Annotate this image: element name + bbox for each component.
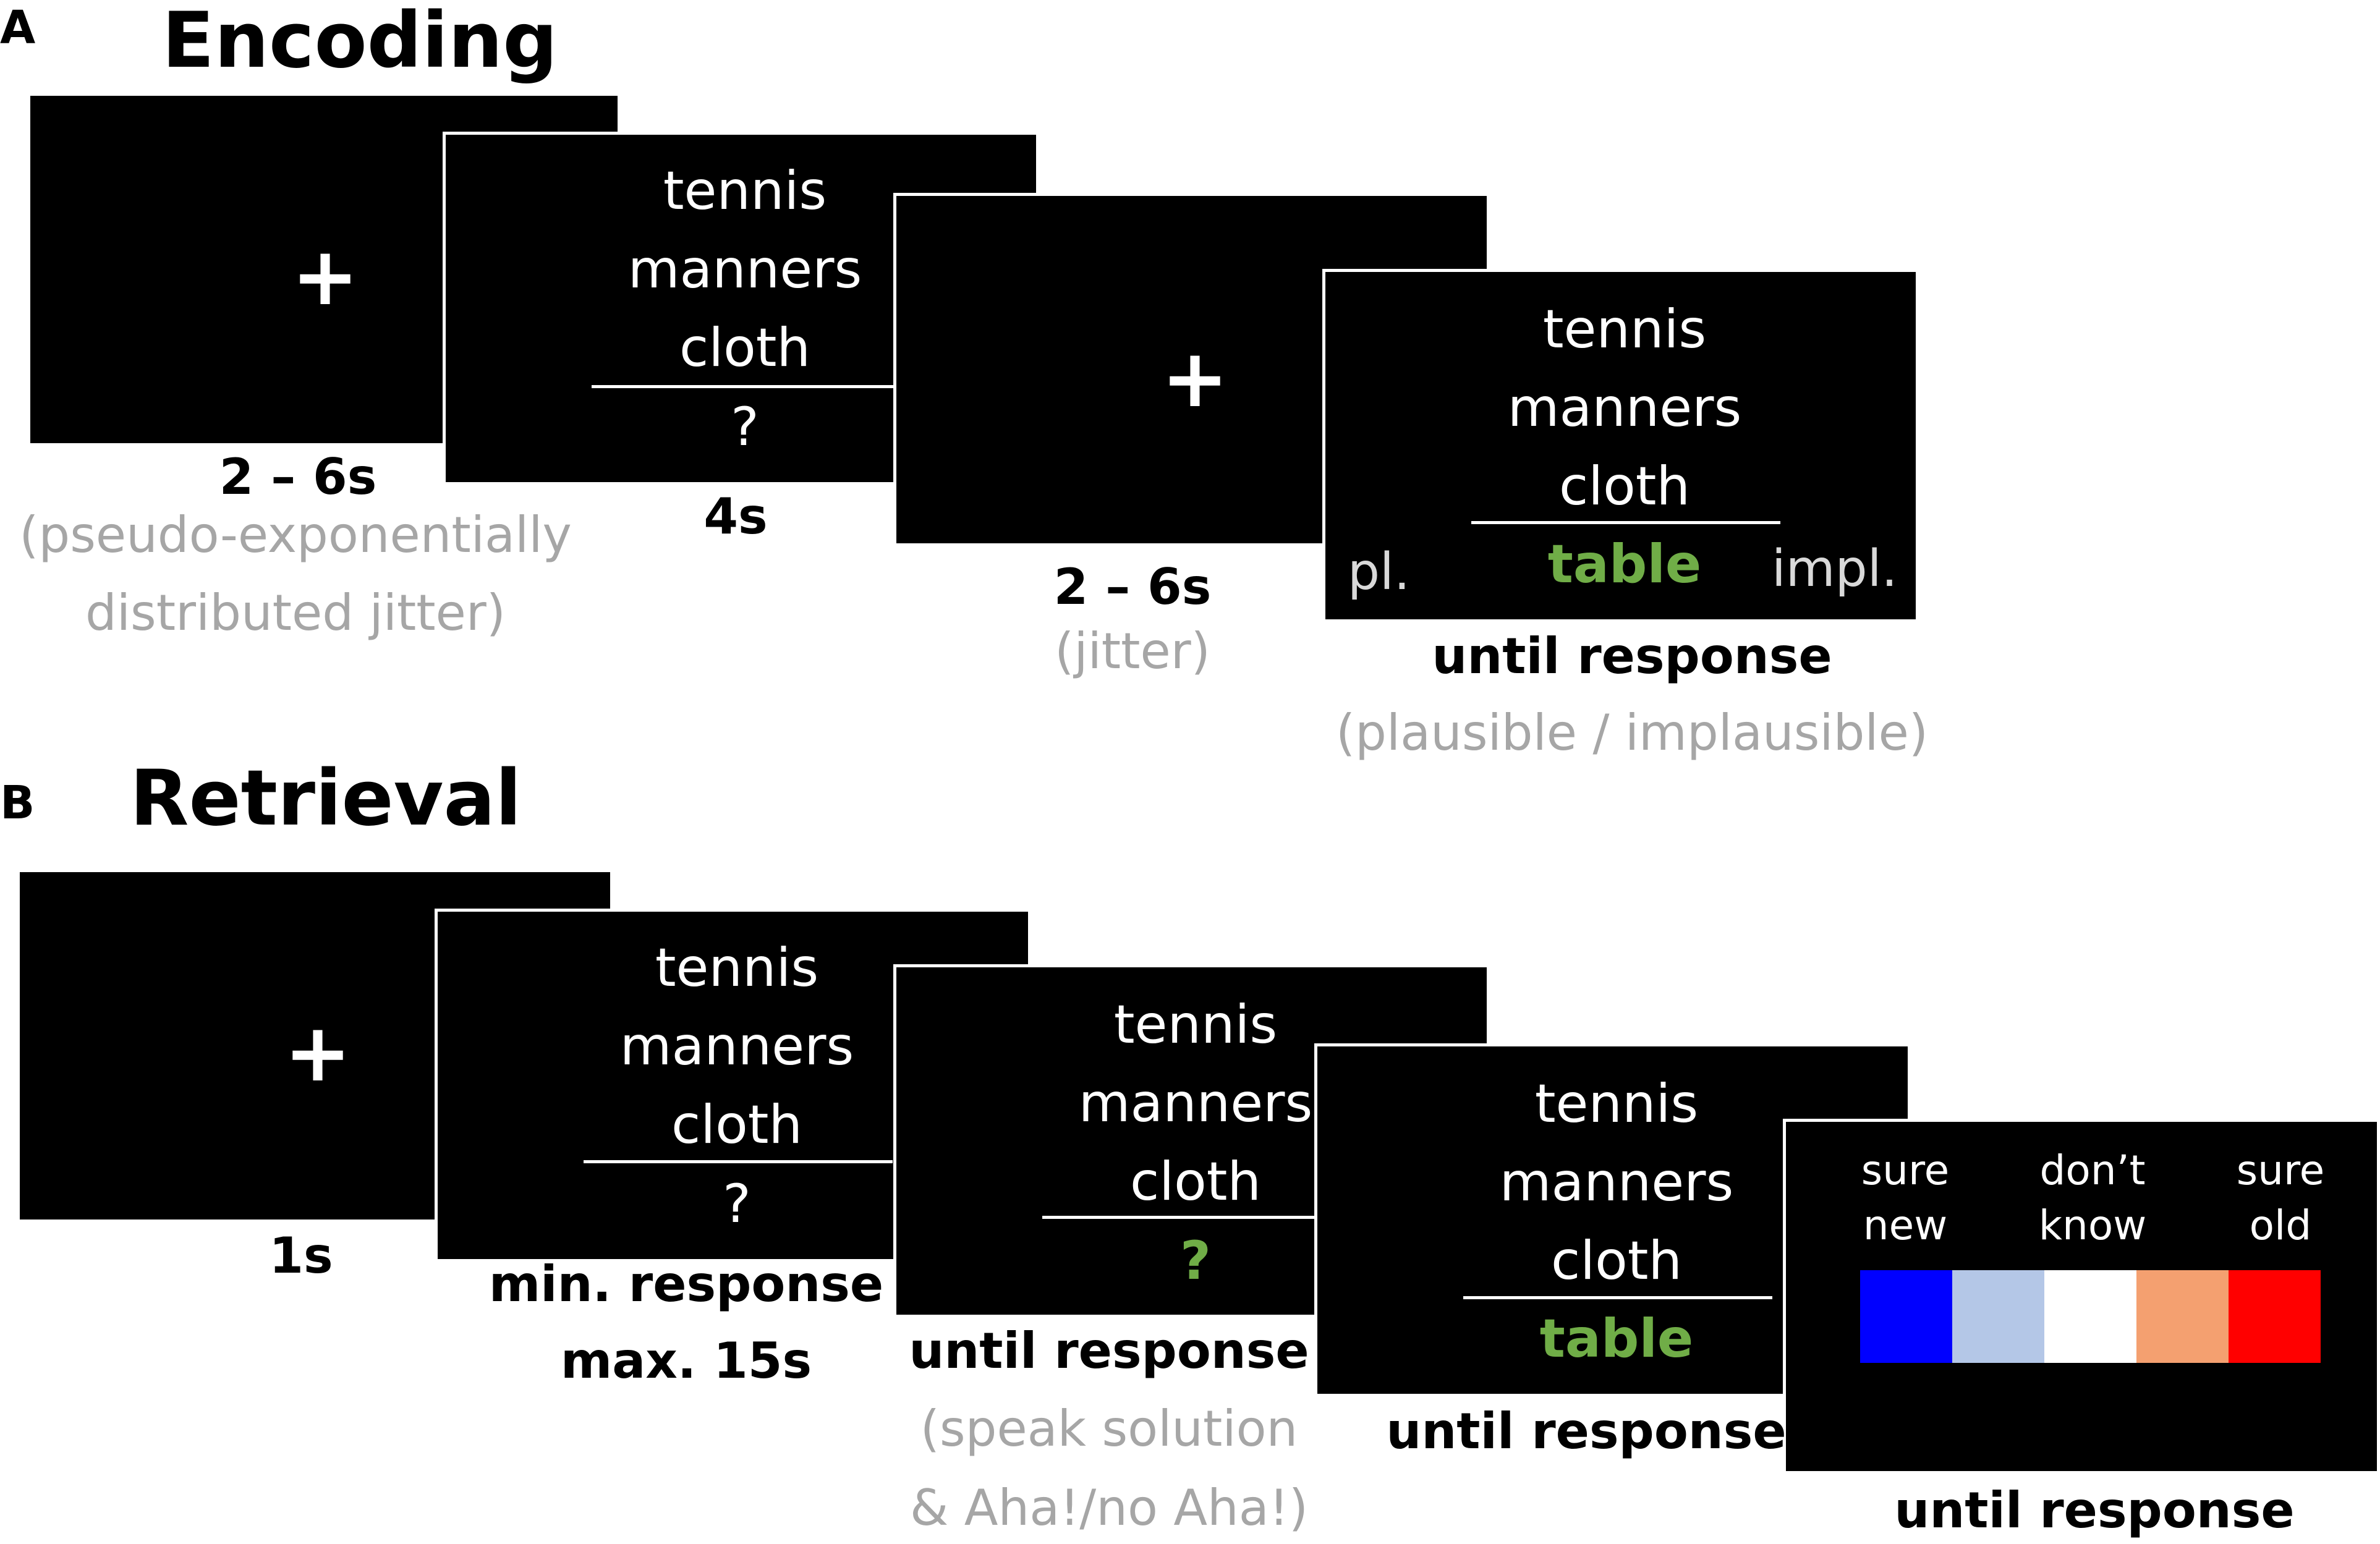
cue-word-1: tennis [655, 937, 819, 999]
timing-note: (jitter) [1055, 622, 1210, 680]
scale-label-line: sure [2236, 1147, 2325, 1194]
cue-word-3: cloth [679, 317, 811, 379]
query-mark: ? [723, 1173, 751, 1235]
scale-label-dont-know: don’t know [2039, 1143, 2146, 1253]
duration-caption: 1s [269, 1227, 333, 1284]
timing-note: (plausible / implausible) [1335, 704, 1929, 761]
cue-word-3: cloth [1129, 1151, 1262, 1213]
panel-letter-b: B [0, 776, 35, 829]
duration-caption: until response [909, 1322, 1309, 1380]
scale-label-line: new [1863, 1202, 1948, 1250]
duration-caption: 2 – 6s [1053, 558, 1212, 616]
duration-caption: 2 – 6s [219, 448, 377, 506]
timing-note: (speak solution [920, 1400, 1298, 1457]
timing-note: distributed jitter) [85, 584, 506, 642]
cue-word-3: cloth [1550, 1230, 1683, 1292]
scale-label-sure-new: sure new [1861, 1143, 1950, 1253]
scale-swatch [2229, 1270, 2321, 1363]
separator-line [592, 385, 901, 388]
panel-letter-a: A [0, 1, 36, 54]
scale-label-line: know [2038, 1202, 2147, 1250]
encoding-solution-screen: tennis manners cloth table pl. impl. [1322, 269, 1919, 622]
timing-note: & Aha!/no Aha!) [909, 1479, 1309, 1537]
separator-line [584, 1160, 893, 1163]
duration-caption: 4s [703, 488, 768, 545]
scale-label-line: don’t [2039, 1147, 2146, 1194]
scale-label-line: sure [1861, 1147, 1950, 1194]
timing-note: (pseudo-exponentially [19, 506, 572, 564]
duration-caption: until response [1894, 1482, 2295, 1539]
cue-word-3: cloth [1558, 456, 1691, 517]
cue-word-2: manners [627, 239, 862, 300]
cue-word-2: manners [619, 1016, 854, 1077]
solution-word: table [1547, 533, 1702, 595]
scale-swatch [1952, 1270, 2044, 1363]
scale-label-line: old [2249, 1202, 2312, 1250]
duration-caption: until response [1386, 1402, 1787, 1460]
query-mark-green: ? [1180, 1230, 1211, 1292]
scale-swatch [2136, 1270, 2229, 1363]
plausible-label: pl. [1348, 543, 1410, 601]
cue-word-2: manners [1078, 1072, 1313, 1134]
separator-line [1463, 1296, 1772, 1299]
encoding-heading: Encoding [162, 0, 558, 85]
cue-word-2: manners [1507, 377, 1742, 439]
cue-word-1: tennis [1113, 994, 1278, 1056]
fixation-cross: + [284, 1006, 352, 1100]
scale-label-sure-old: sure old [2237, 1143, 2325, 1253]
duration-caption: until response [1432, 627, 1832, 685]
cue-word-1: tennis [1542, 299, 1707, 360]
fixation-cross: + [291, 229, 359, 323]
implausible-label: impl. [1772, 540, 1898, 598]
scale-swatch [1860, 1270, 1952, 1363]
cue-word-2: manners [1499, 1152, 1734, 1213]
separator-line [1042, 1216, 1351, 1219]
cue-word-1: tennis [663, 160, 827, 222]
scale-swatch [2044, 1270, 2136, 1363]
retrieval-heading: Retrieval [130, 754, 522, 843]
separator-line [1471, 521, 1780, 524]
memory-rating-screen: sure new don’t know sure old [1783, 1119, 2380, 1474]
solution-word: table [1539, 1308, 1694, 1370]
cue-word-3: cloth [671, 1094, 803, 1156]
query-mark: ? [731, 396, 759, 458]
cue-word-1: tennis [1534, 1073, 1699, 1135]
duration-caption: max. 15s [560, 1332, 812, 1389]
fixation-cross: + [1161, 331, 1229, 425]
duration-caption: min. response [488, 1255, 884, 1313]
